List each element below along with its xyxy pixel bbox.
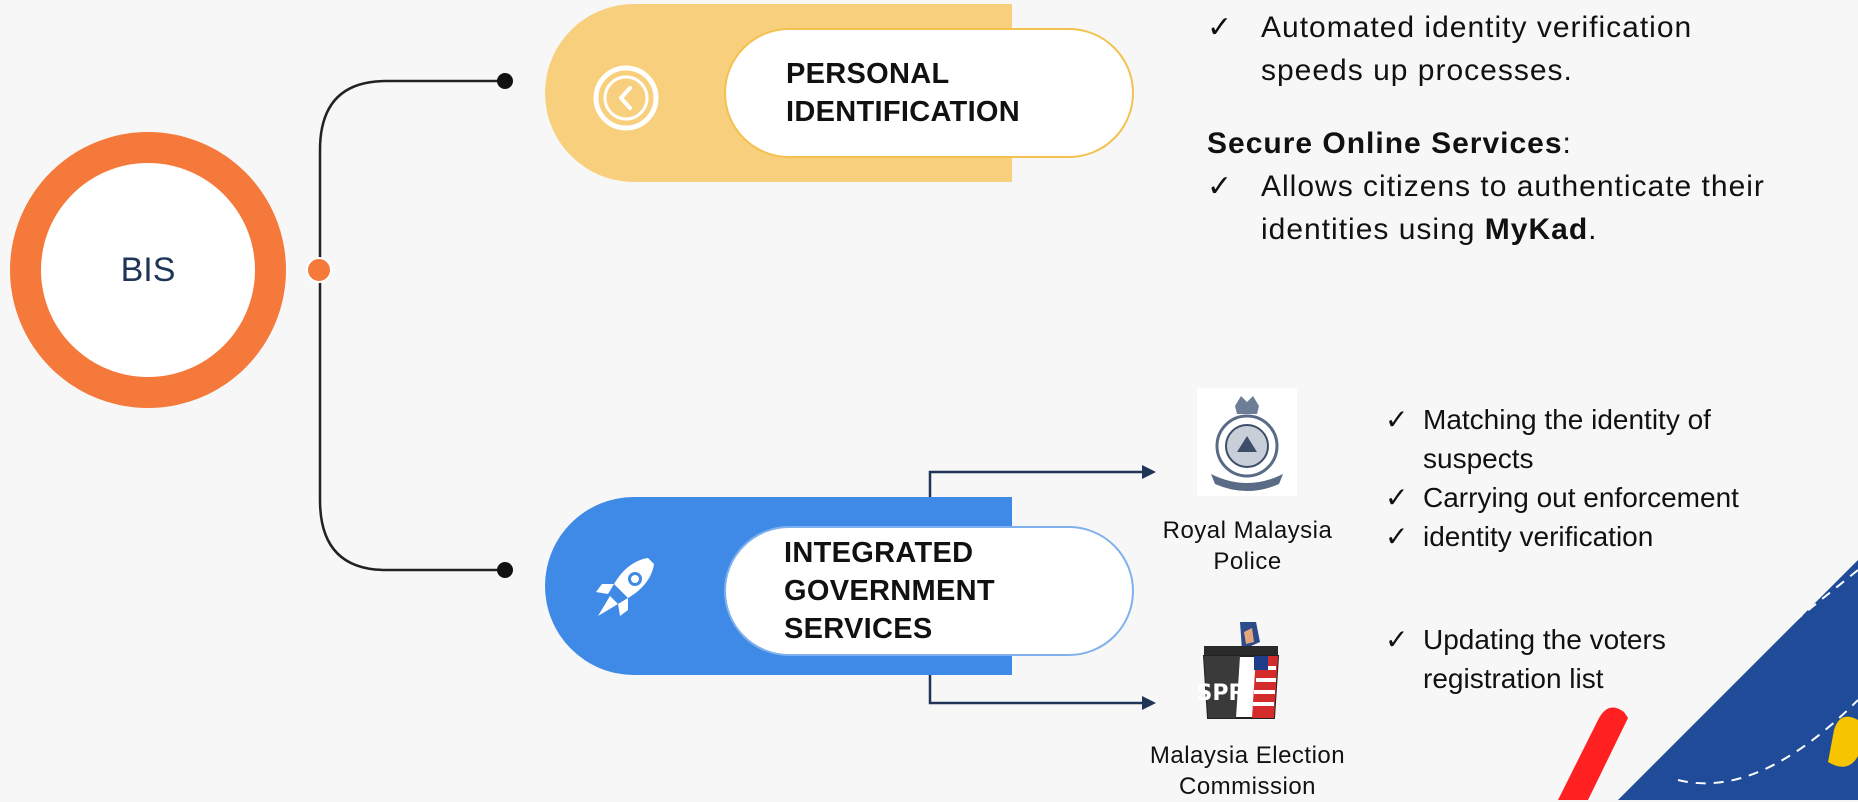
- personal-identification-details: ✓ Automated identity verification speeds…: [1207, 6, 1847, 251]
- benefit-item: ✓ Automated identity verification speeds…: [1207, 6, 1847, 92]
- spr-ballot-box-icon: SPR: [1197, 622, 1280, 719]
- agency-name-election-commission: Malaysia Election Commission: [1149, 742, 1346, 800]
- benefit-item: ✓ Allows citizens to authenticate their …: [1207, 165, 1847, 251]
- bis-hub-label: BIS: [41, 163, 255, 377]
- benefit-text-cont: speeds up processes.: [1261, 54, 1573, 87]
- integrated-services-title: INTEGRATED GOVERNMENT SERVICES: [784, 537, 995, 645]
- check-icon: ✓: [1385, 404, 1409, 435]
- agency-name-police: Royal Malaysia Police: [1162, 517, 1333, 575]
- decorative-corner-graphic: [1558, 560, 1858, 800]
- clock-icon: [593, 65, 659, 131]
- benefit-text: Automated identity verification: [1261, 11, 1693, 44]
- spr-logo-text: SPR: [1197, 681, 1246, 706]
- police-bullets: ✓Matching the identity of suspects ✓Carr…: [1385, 400, 1785, 556]
- secure-online-services-heading: Secure Online Services:: [1207, 127, 1572, 160]
- list-item: ✓Matching the identity of: [1385, 400, 1785, 439]
- check-icon: ✓: [1207, 170, 1234, 203]
- personal-identification-title: PERSONAL IDENTIFICATION: [786, 58, 1021, 128]
- election-bullets: ✓Updating the voters registration list: [1385, 620, 1785, 698]
- integrated-services-card: INTEGRATED GOVERNMENT SERVICES: [724, 526, 1134, 656]
- check-icon: ✓: [1207, 11, 1234, 44]
- list-item: ✓identity verification: [1385, 517, 1785, 556]
- list-item: ✓Carrying out enforcement: [1385, 478, 1785, 517]
- check-icon: ✓: [1385, 624, 1409, 655]
- personal-identification-card: PERSONAL IDENTIFICATION: [724, 28, 1134, 158]
- list-item: ✓Updating the voters: [1385, 620, 1785, 659]
- list-item: suspects: [1423, 443, 1534, 474]
- check-icon: ✓: [1385, 482, 1409, 513]
- benefit-text: Allows citizens to authenticate their: [1261, 170, 1765, 203]
- list-item: registration list: [1423, 663, 1604, 694]
- check-icon: ✓: [1385, 521, 1409, 552]
- mykad-label: MyKad: [1484, 213, 1589, 246]
- rocket-icon: [596, 558, 654, 616]
- hub-connector-dot: [306, 257, 332, 283]
- police-crest-icon: [1197, 388, 1297, 496]
